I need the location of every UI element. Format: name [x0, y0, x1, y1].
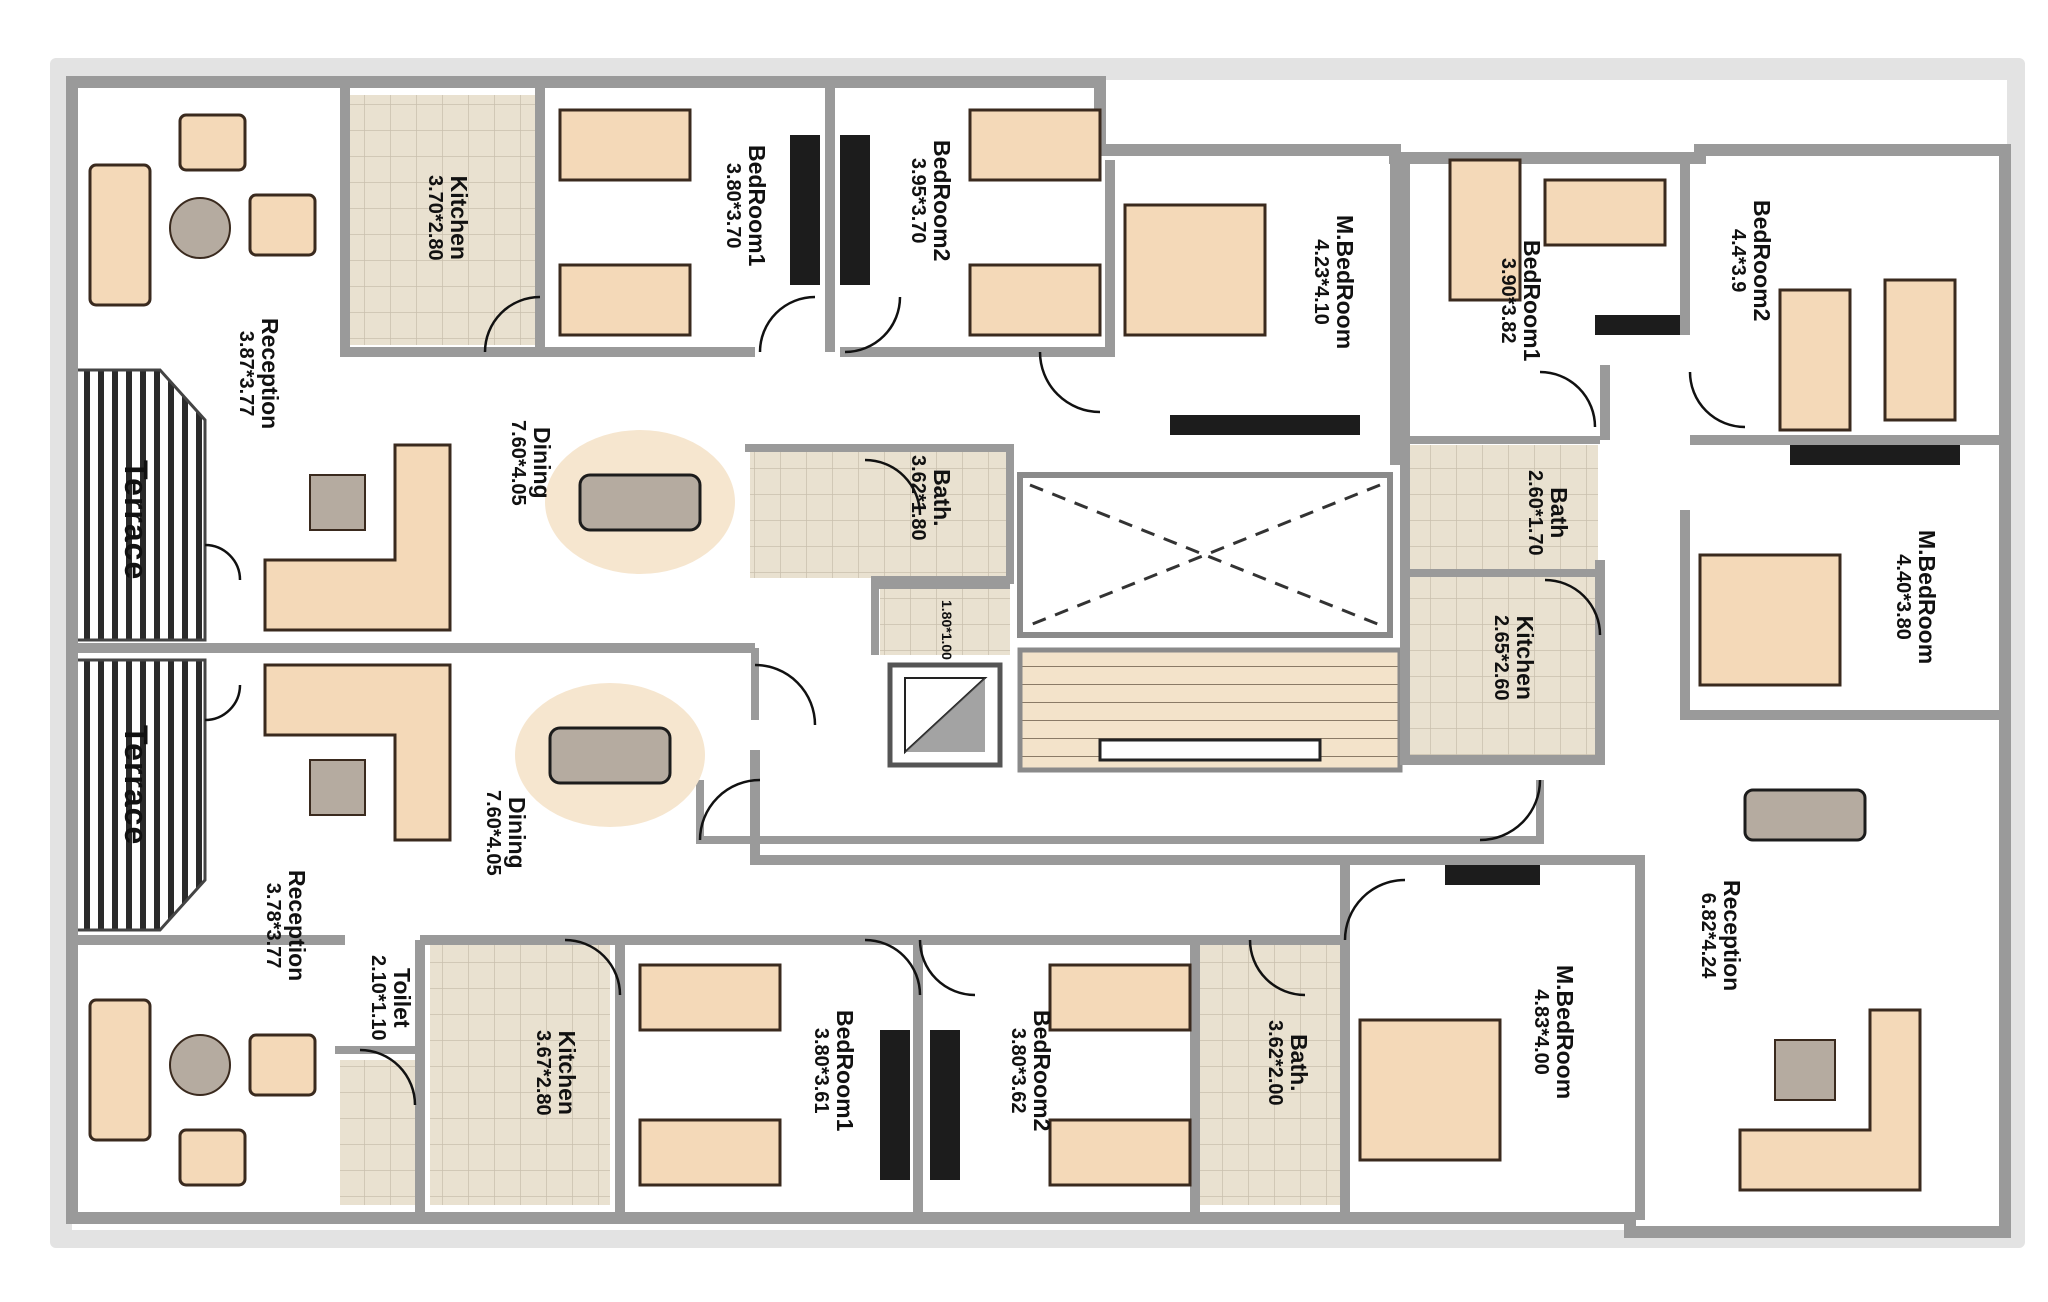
room-name: BedRoom2 [1029, 1010, 1055, 1132]
room-dims: 3.80*3.62 [1006, 1027, 1029, 1114]
room-name: M.BedRoom [1332, 215, 1358, 350]
room-dims: 2.10*1.10 [366, 955, 389, 1041]
room-name: Dining [529, 427, 555, 499]
room-label-bedroom1-3: BedRoom1 3.80*3.61 [809, 1010, 858, 1131]
room-dims: 4.23*4.10 [1309, 239, 1332, 325]
bath-2-floor [1408, 445, 1598, 570]
core [887, 472, 1403, 773]
room-dims: 3.87*3.77 [234, 330, 257, 417]
room-dims: 3.78*3.77 [261, 882, 284, 969]
room-name: M.BedRoom [1552, 965, 1578, 1100]
room-name: Reception [1719, 880, 1745, 992]
tiled-areas [340, 95, 1598, 1205]
room-label-toilet-3: Toilet 2.10*1.10 [366, 955, 415, 1041]
room-dims: 2.60*1.70 [1523, 470, 1546, 556]
room-name: BedRoom1 [1519, 240, 1545, 362]
room-label-mbedroom-2: M.BedRoom 4.40*3.80 [1891, 530, 1940, 664]
lift-void [1017, 472, 1393, 638]
room-label-bath-3: Bath. 3.62*2.00 [1263, 1020, 1312, 1106]
room-label-bath-1: Bath. 3.62*1.80 [906, 455, 955, 541]
room-label-kitchen-1: Kitchen 3.70*2.80 [423, 175, 472, 261]
room-name: Reception [257, 318, 283, 430]
room-dims: 3.80*3.61 [809, 1027, 832, 1114]
seating [88, 113, 1922, 1192]
room-label-reception-1: Reception 3.87*3.77 [234, 318, 283, 429]
kitchen-1-floor [350, 95, 540, 345]
kitchen-3-floor [430, 945, 610, 1205]
room-dims: 3.90*3.82 [1496, 257, 1519, 344]
room-dims: 3.67*2.80 [531, 1030, 554, 1116]
room-dims: 4.83*4.00 [1529, 989, 1552, 1075]
room-name: Bath. [929, 469, 955, 527]
room-dims: 7.60*4.05 [481, 790, 504, 876]
tables [169, 197, 1867, 1101]
room-name: BedRoom2 [929, 140, 955, 262]
room-label-bedroom2-1: BedRoom2 3.95*3.70 [906, 140, 955, 261]
room-label-bedroom1-2: BedRoom1 3.90*3.82 [1496, 240, 1545, 361]
room-label-bedroom2-2: BedRoom2 4.4*3.9 [1726, 200, 1775, 321]
room-name: Bath. [1286, 1034, 1312, 1092]
room-name: Toilet [389, 968, 415, 1028]
room-dims: 6.82*4.24 [1696, 892, 1719, 979]
room-name: Kitchen [1512, 615, 1538, 700]
room-dims: 3.70*2.80 [423, 175, 446, 261]
room-name: M.BedRoom [1914, 530, 1940, 665]
terraces [73, 368, 207, 932]
room-label-bath-2: Bath 2.60*1.70 [1523, 470, 1572, 556]
room-name: Kitchen [554, 1030, 580, 1115]
room-label-reception-3: Reception 3.78*3.77 [261, 870, 310, 981]
room-label-dining-1: Dining 7.60*4.05 [506, 420, 555, 506]
bath-1-floor [750, 448, 1010, 578]
room-label-bedroom1-1: BedRoom1 3.80*3.70 [721, 145, 770, 266]
toilet-3-floor [340, 1060, 415, 1205]
beds [558, 108, 1957, 1187]
room-name: BedRoom1 [744, 145, 770, 267]
room-label-kitchen-3: Kitchen 3.67*2.80 [531, 1030, 580, 1116]
wc-1-floor [880, 585, 1010, 655]
room-dims: 3.62*2.00 [1263, 1020, 1286, 1106]
room-dims: 7.60*4.05 [506, 420, 529, 506]
room-label-reception-2: Reception 6.82*4.24 [1696, 880, 1745, 991]
room-dims: 4.4*3.9 [1726, 229, 1749, 293]
room-dims: 3.95*3.70 [906, 157, 929, 244]
room-labels: Terrace Terrace [118, 460, 154, 845]
doors [204, 295, 1746, 1106]
room-dims: 4.40*3.80 [1891, 554, 1914, 640]
room-label-bedroom2-3: BedRoom2 3.80*3.62 [1006, 1010, 1055, 1131]
room-name: Reception [284, 870, 310, 982]
room-label-kitchen-2: Kitchen 2.65*2.60 [1489, 615, 1538, 701]
room-name: BedRoom2 [1749, 200, 1775, 322]
room-dims: 3.80*3.70 [721, 162, 744, 249]
room-label-mbedroom-1: M.BedRoom 4.23*4.10 [1309, 215, 1358, 349]
wardrobes [790, 135, 1960, 1180]
kitchen-2-floor [1408, 575, 1598, 755]
terrace-1-label: Terrace [118, 460, 154, 580]
room-label-dining-3: Dining 7.60*4.05 [481, 790, 530, 876]
room-dims: 2.65*2.60 [1489, 615, 1512, 701]
room-dims: 1.80*1.00 [939, 600, 955, 660]
room-label-wc-1: 1.80*1.00 [939, 600, 955, 660]
bath-3-floor [1200, 945, 1340, 1205]
terrace-2-label: Terrace [118, 725, 154, 845]
room-name: Kitchen [446, 175, 472, 260]
room-name: Bath [1546, 487, 1572, 539]
room-name: BedRoom1 [832, 1010, 858, 1132]
room-label-mbedroom-3: M.BedRoom 4.83*4.00 [1529, 965, 1578, 1099]
room-dims: 3.62*1.80 [906, 455, 929, 541]
room-name: Dining [504, 797, 530, 869]
